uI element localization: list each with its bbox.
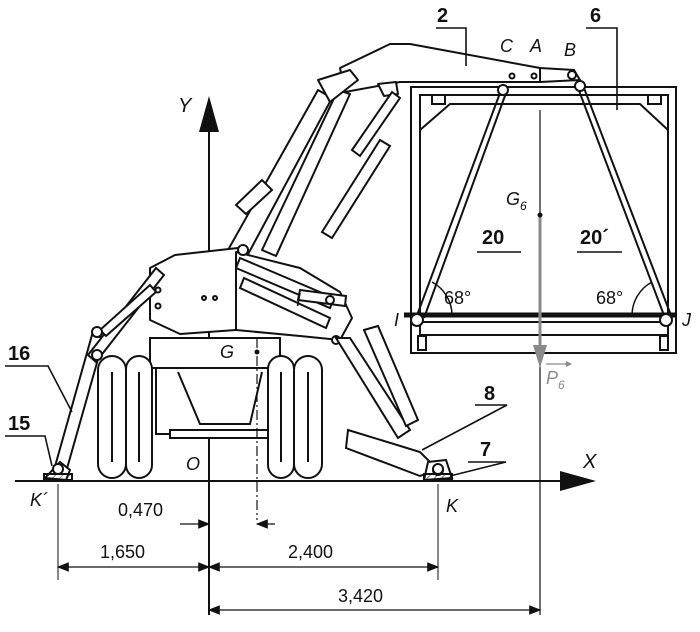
label-point-b: B <box>564 40 576 60</box>
label-point-g: G <box>220 342 234 362</box>
sling-right <box>577 87 673 319</box>
front-outrigger <box>334 324 454 482</box>
label-part-20-prime: 20´ <box>580 227 609 249</box>
label-point-k-prime: K´ <box>30 490 48 510</box>
label-part-16: 16 <box>8 343 30 365</box>
label-dim-3420: 3,420 <box>338 586 383 606</box>
label-origin: O <box>186 454 200 474</box>
label-force-p6: P6 <box>546 361 572 392</box>
label-angle-right: 68° <box>596 288 623 308</box>
label-point-i-left: I <box>394 310 399 330</box>
label-axis-y: Y <box>178 95 193 117</box>
label-axis-x: X <box>582 451 597 473</box>
label-point-j: J <box>681 310 692 330</box>
label-point-a: A <box>529 36 542 56</box>
leader-lines <box>5 27 622 477</box>
label-dim-1650: 1,650 <box>100 542 145 562</box>
sling-pins <box>410 80 673 327</box>
label-part-20: 20 <box>482 227 504 249</box>
label-part-7: 7 <box>480 439 491 461</box>
chassis-frame <box>149 337 281 439</box>
pad-k <box>423 463 453 481</box>
dim-extension-lines <box>57 484 439 580</box>
sling-left <box>415 92 507 319</box>
label-point-k: K <box>446 496 459 516</box>
label-point-c: C <box>500 36 514 56</box>
force-p6 <box>533 110 547 615</box>
label-part-6: 6 <box>590 5 601 27</box>
rear-outrigger <box>42 266 166 482</box>
boom-cylinders <box>234 90 402 240</box>
chassis-linkage <box>234 256 348 345</box>
label-dim-0470: 0,470 <box>118 500 163 520</box>
boom-arm <box>339 43 581 93</box>
g-line <box>254 338 260 520</box>
angle-arcs <box>431 281 653 316</box>
label-dim-2400: 2,400 <box>288 542 333 562</box>
label-point-i-mid: I <box>296 290 301 310</box>
label-angle-left: 68° <box>444 288 471 308</box>
label-part-15: 15 <box>8 413 30 435</box>
label-point-g6: G6 <box>506 189 527 213</box>
label-part-8: 8 <box>484 383 495 405</box>
label-part-2: 2 <box>437 5 448 27</box>
wheels <box>97 355 323 479</box>
svg-text:P6: P6 <box>546 368 565 392</box>
pad-kprime <box>43 463 73 481</box>
